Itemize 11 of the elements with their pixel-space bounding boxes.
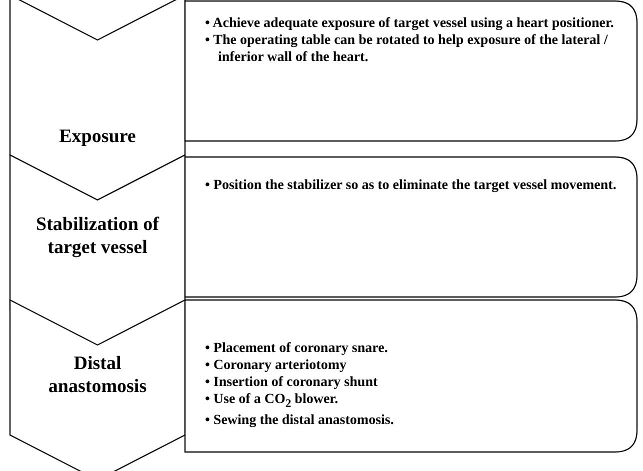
- bullet-item: • Achieve adequate exposure of target vessel using a heart positioner.: [205, 15, 615, 32]
- bullet-item: • Use of a CO$_{2}$ blower.: [205, 391, 340, 412]
- bullet-item: • Insertion of coronary shunt: [205, 374, 379, 391]
- bullet-item: • Placement of coronary snare.: [205, 340, 389, 357]
- stage-label: Exposure: [58, 125, 137, 148]
- stage-label: Distal anastomosis: [47, 352, 148, 398]
- bullet-item: • Position the stabilizer so as to eliminate the target vessel movement.: [205, 177, 617, 194]
- stage-label: Stabilization of target vessel: [35, 213, 160, 259]
- bullet-item: • Sewing the distal anastomosis.: [205, 412, 395, 429]
- bullet-item: • The operating table can be rotated to help exposure of the lateral / inferior wall of the heart.: [205, 32, 609, 66]
- bullet-item: • Coronary arteriotomy: [205, 357, 348, 374]
